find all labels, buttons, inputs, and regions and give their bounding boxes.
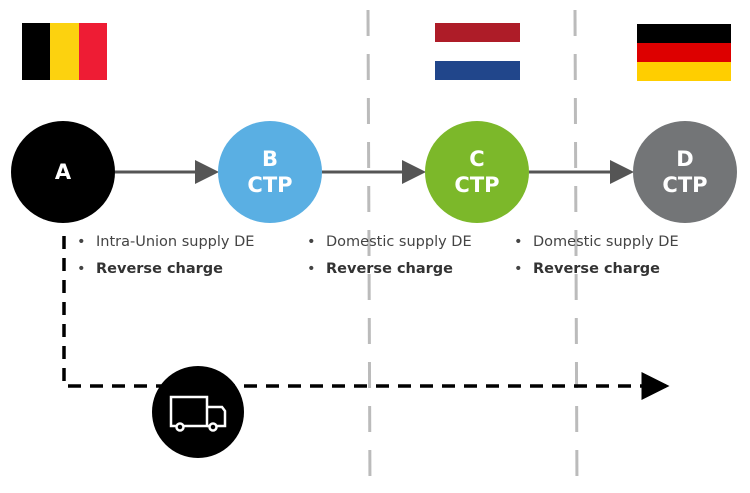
vat-treatment: Reverse charge <box>96 261 224 277</box>
supply-type: Intra-Union supply DE <box>96 234 255 250</box>
belgium-flag-icon <box>22 23 107 80</box>
supply-type: Domestic supply DE <box>326 234 472 250</box>
truck-circle <box>152 366 244 458</box>
bullet: • <box>514 261 523 277</box>
country-divider-nl-de <box>573 9 579 493</box>
germany-flag-icon <box>637 24 731 81</box>
node-d-label: D CTP <box>633 146 737 198</box>
node-letter: B <box>261 147 278 171</box>
bullet: • <box>77 261 86 277</box>
bullet: • <box>307 261 316 277</box>
transport-path <box>62 236 670 400</box>
node-letter: C <box>469 147 485 171</box>
note-b-c: • Domestic supply DE • Reverse charge <box>307 229 472 283</box>
node-a-circle <box>11 121 115 223</box>
vat-treatment: Reverse charge <box>326 261 454 277</box>
node-role: CTP <box>454 173 500 197</box>
bullet: • <box>307 234 316 250</box>
node-letter: A <box>54 160 72 184</box>
note-c-d: • Domestic supply DE • Reverse charge <box>514 229 679 283</box>
node-role: CTP <box>662 173 708 197</box>
node-role: CTP <box>247 173 293 197</box>
truck-icon <box>169 395 227 432</box>
vat-treatment: Reverse charge <box>533 261 661 277</box>
bullet: • <box>77 234 86 250</box>
netherlands-flag-icon <box>435 23 520 80</box>
country-divider-be-nl <box>366 9 372 493</box>
note-a-b: • Intra-Union supply DE • Reverse charge <box>77 229 254 283</box>
bullet: • <box>514 234 523 250</box>
node-c-label: C CTP <box>425 146 529 198</box>
node-a-label: A <box>11 159 115 185</box>
supply-type: Domestic supply DE <box>533 234 679 250</box>
node-letter: D <box>676 147 694 171</box>
node-b-circle <box>218 121 322 223</box>
node-b-label: B CTP <box>218 146 322 198</box>
node-d-circle <box>633 121 737 223</box>
node-c-circle <box>425 121 529 223</box>
